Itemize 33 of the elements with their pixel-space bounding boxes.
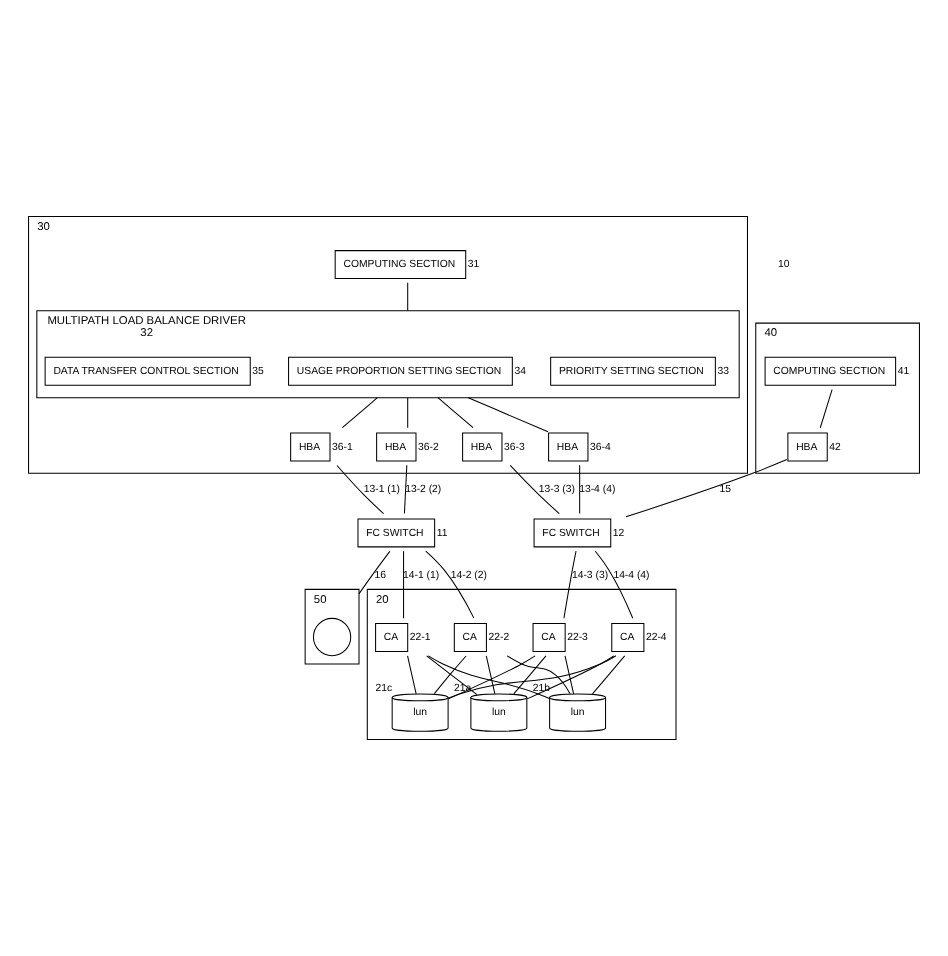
cluster (366, 588, 677, 741)
connector (426, 655, 478, 696)
connector (485, 655, 496, 695)
connector (592, 655, 626, 695)
connector (526, 655, 615, 700)
connector (407, 397, 409, 429)
connector (336, 464, 385, 515)
connector (427, 655, 550, 700)
connector (594, 550, 634, 619)
connector (563, 550, 577, 619)
cluster (28, 215, 748, 474)
connector (447, 655, 536, 700)
node-circle (312, 617, 352, 657)
connector (564, 655, 575, 695)
connector (819, 389, 833, 429)
connector (425, 550, 475, 619)
connector (509, 464, 560, 515)
connector (407, 282, 409, 312)
connector (579, 464, 581, 515)
connector (407, 655, 417, 695)
connector (358, 550, 391, 595)
connector (447, 655, 617, 699)
connector (625, 459, 788, 518)
cluster (304, 588, 360, 665)
cluster (755, 322, 920, 474)
connector (403, 550, 405, 619)
connector (506, 655, 571, 695)
connector (403, 464, 408, 515)
connector (467, 397, 549, 433)
connector (341, 397, 378, 429)
connector (437, 397, 474, 429)
connector (433, 655, 467, 695)
connector (513, 655, 547, 695)
